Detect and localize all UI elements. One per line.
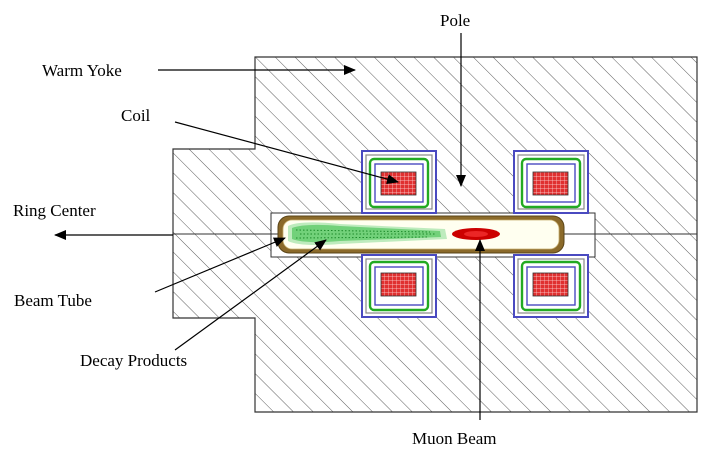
coil-lower-left [361, 254, 437, 318]
muon-beam-core [464, 231, 488, 237]
warm-yoke-label: Warm Yoke [42, 61, 122, 80]
coil-upper-left [361, 150, 437, 214]
coil-upper-right [513, 150, 589, 214]
coil-lower-right [513, 254, 589, 318]
beam-tube-label: Beam Tube [14, 291, 92, 310]
decay-products-label: Decay Products [80, 351, 187, 370]
muon-beam-label: Muon Beam [412, 429, 497, 448]
beam-tube-arrow [154, 237, 286, 293]
decay-products-cloud [288, 222, 447, 245]
decay-products-arrow [174, 239, 327, 351]
pole-label: Pole [440, 11, 470, 30]
coil-arrow [174, 121, 399, 184]
coil-label: Coil [121, 106, 151, 125]
ring-center-label: Ring Center [13, 201, 96, 220]
